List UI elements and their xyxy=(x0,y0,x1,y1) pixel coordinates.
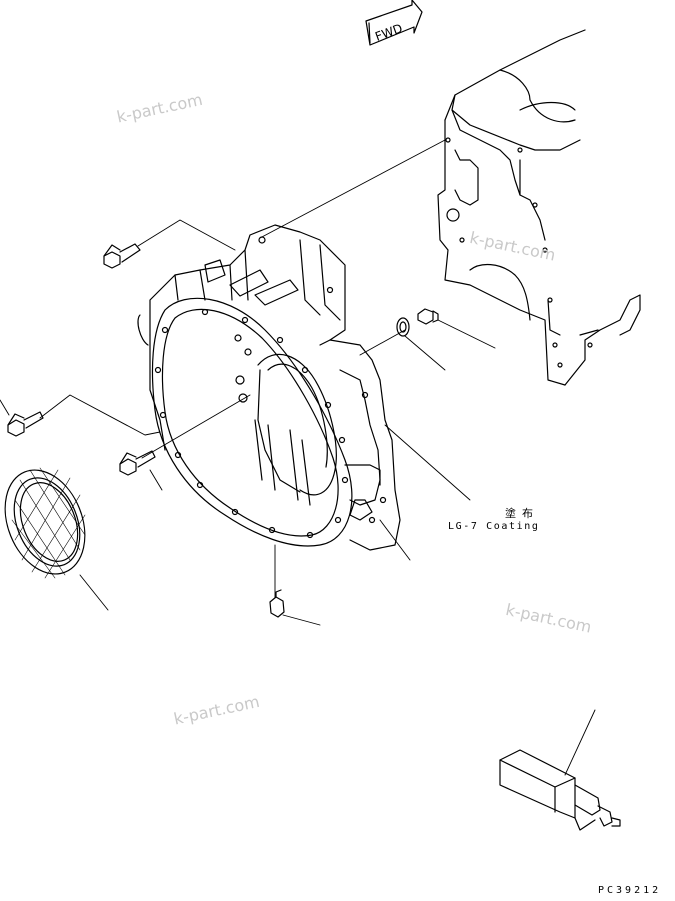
plug-bolt xyxy=(417,308,439,325)
leader-lines xyxy=(0,139,596,776)
grease-nipple xyxy=(269,589,285,618)
fwd-arrow-icon: FWD xyxy=(365,0,423,46)
coating-label-jp: 塗布 xyxy=(505,507,539,520)
washer xyxy=(396,317,410,337)
coating-label-en: LG-7 Coating xyxy=(448,521,540,532)
bolt-left xyxy=(7,411,44,437)
fwd-label: FWD xyxy=(373,21,404,44)
bolt-middle xyxy=(119,450,156,476)
oil-seal-ring xyxy=(4,467,86,579)
flywheel-housing xyxy=(137,224,401,551)
bolt-upper xyxy=(103,243,141,269)
figure-code: PC39212 xyxy=(598,885,662,896)
engine-block xyxy=(437,29,641,386)
dowel-tool-part xyxy=(499,749,621,831)
